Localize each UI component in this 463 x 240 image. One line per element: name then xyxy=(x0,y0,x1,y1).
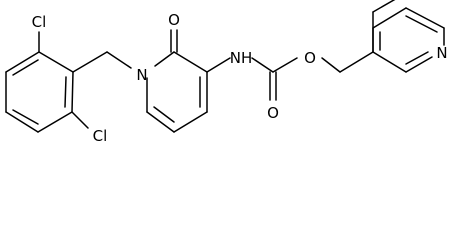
bond-benzyl-ch2 xyxy=(72,51,108,73)
bond-c-nh xyxy=(206,57,231,73)
atom-o-ester: O xyxy=(304,49,316,67)
atom-cl-bottom: Cl xyxy=(93,127,108,145)
bond-ch2-n xyxy=(106,51,132,69)
atom-n-ring: N xyxy=(136,66,147,84)
atom-o-ring-carbonyl: O xyxy=(168,11,180,29)
bond-oester-ch2 xyxy=(321,57,341,73)
pyridine-ring xyxy=(372,0,445,73)
atom-n-pyridine: N xyxy=(436,44,447,62)
bond-nh-c xyxy=(251,57,274,73)
pyridinone-ring xyxy=(146,51,208,133)
atom-cl-top: Cl xyxy=(32,13,47,31)
molecule-structure: Cl Cl N O NH O O N xyxy=(5,0,448,145)
bond-cl-bottom xyxy=(71,111,89,129)
dichlorophenyl-ring xyxy=(5,51,74,133)
bond-c-oester xyxy=(272,57,298,73)
bond-ch2-pyridine xyxy=(339,51,374,73)
atom-o-carbamate: O xyxy=(267,104,279,122)
atom-nh: NH xyxy=(230,49,253,67)
